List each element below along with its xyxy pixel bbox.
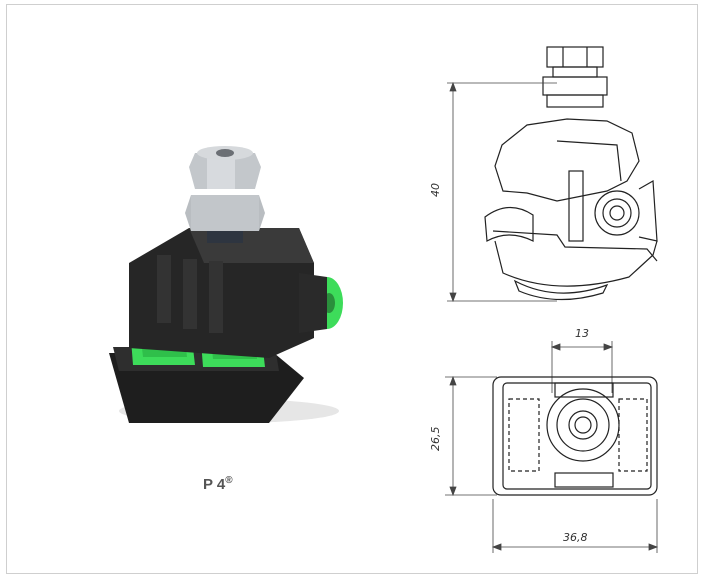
side-view: 40 <box>429 46 658 303</box>
top-view: 13 26,5 <box>429 327 659 553</box>
dimension-width: 36,8 <box>563 531 588 544</box>
product-name: P 4 <box>203 476 226 493</box>
technical-drawing: 40 13 <box>429 46 659 553</box>
dimension-height: 40 <box>429 183 442 197</box>
dimension-bolt-width: 13 <box>575 327 589 340</box>
dimension-depth: 26,5 <box>429 427 442 452</box>
registered-mark: ® <box>225 475 233 486</box>
product-card: P 4® <box>6 4 698 574</box>
product-caption: P 4® <box>203 475 263 493</box>
connector-photo <box>109 146 343 423</box>
